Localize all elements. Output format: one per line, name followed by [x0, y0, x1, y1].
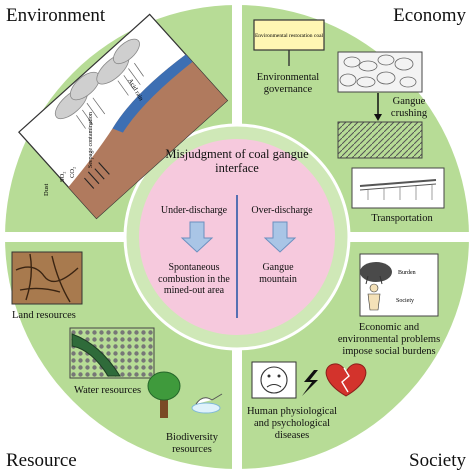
sign-text: Environmental restoration coal	[255, 33, 324, 39]
crushing-arrow-head	[374, 114, 382, 121]
burden-figure-icon: Burden Society	[359, 253, 439, 317]
environment-illustration	[18, 13, 229, 220]
crushed-gangue-icon	[337, 121, 423, 159]
center-title: Misjudgment of coal gangue interface	[165, 147, 309, 176]
label-spontaneous-combustion: Spontaneous combustion in the mined-out …	[158, 262, 230, 296]
label-water-resources: Water resources	[74, 385, 142, 396]
label-gangue-mountain: Gangue mountain	[259, 262, 297, 285]
under-discharge-arrow	[180, 221, 214, 253]
burden-label: Burden	[398, 270, 416, 276]
land-cracks-icon	[11, 251, 83, 305]
title-society: Society	[409, 450, 466, 471]
label-biodiversity-resources: Biodiversity resources	[166, 432, 218, 456]
over-discharge-arrow	[263, 221, 297, 253]
conveyor-icon	[351, 167, 445, 209]
env-label-so2: SO₂	[59, 171, 66, 182]
title-resource: Resource	[6, 450, 77, 471]
lightning-icon	[302, 370, 318, 396]
label-under-discharge: Under-discharge	[160, 205, 228, 216]
label-land-resources: Land resources	[12, 310, 76, 321]
env-label-co2: CO₂	[69, 167, 76, 178]
title-economy: Economy	[393, 5, 466, 26]
env-label-dust: Dust	[43, 184, 50, 196]
label-social-burdens: Economic and environmental problems impo…	[337, 322, 441, 358]
economy-sign-icon: Environmental restoration coal	[253, 19, 325, 66]
label-human-diseases: Human physiological and psychological di…	[246, 406, 338, 442]
title-environment: Environment	[6, 5, 106, 26]
water-resources-icon	[69, 327, 155, 379]
disease-icons	[251, 361, 367, 399]
label-transportation: Transportation	[371, 213, 433, 224]
label-gangue-crushing: Gangue crushing	[390, 96, 428, 120]
gangue-pile-icon	[337, 51, 423, 93]
env-label-seepage: Seepage contamination	[88, 112, 94, 168]
label-over-discharge: Over-discharge	[251, 205, 313, 216]
society-label: Society	[396, 298, 414, 304]
label-environmental-governance: Environmental governance	[256, 72, 320, 96]
biodiversity-icon	[147, 371, 223, 418]
